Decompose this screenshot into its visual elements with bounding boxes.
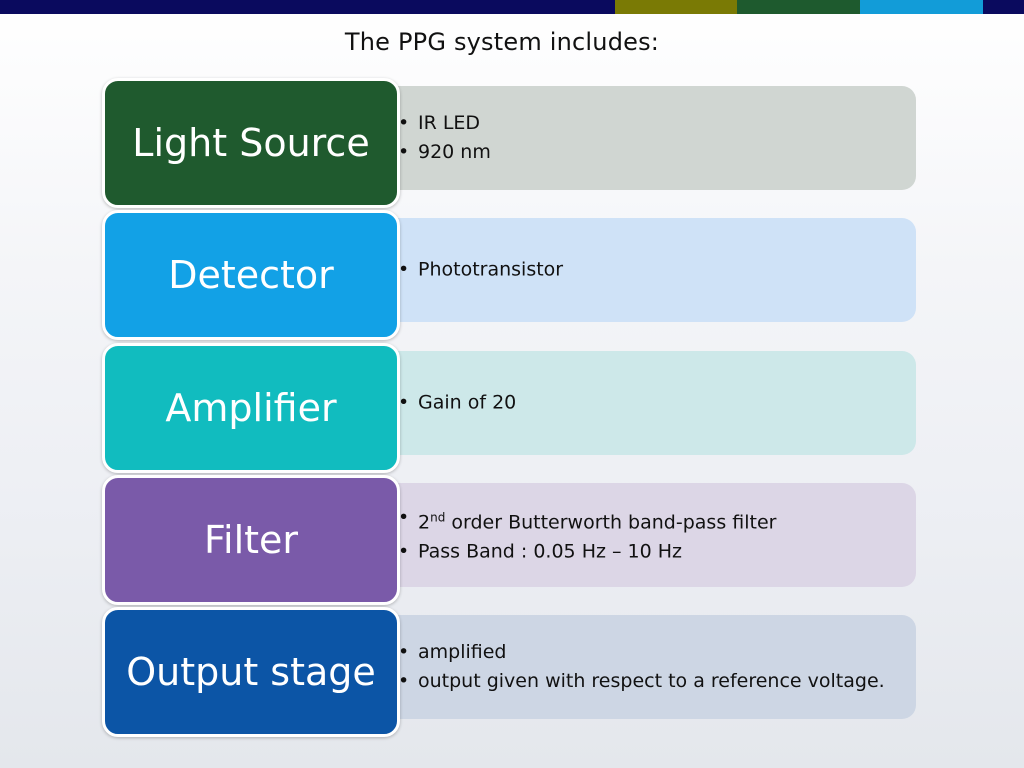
panel-output-stage: amplified output given with respect to a… xyxy=(372,615,916,719)
bullet-text-post: order Butterworth band-pass filter xyxy=(445,511,777,534)
top-bar-olive-segment xyxy=(615,0,737,14)
top-bar-navy-segment xyxy=(0,0,615,14)
row-output-stage: amplified output given with respect to a… xyxy=(102,607,916,737)
label-output-stage: Output stage xyxy=(102,607,400,737)
panel-filter: 2nd order Butterworth band-pass filter P… xyxy=(372,483,916,587)
panel-light-source: IR LED 920 nm xyxy=(372,86,916,190)
top-bar-green-segment xyxy=(737,0,860,14)
row-detector: Phototransistor Detector xyxy=(102,210,916,340)
bullet-item: 2nd order Butterworth band-pass filter xyxy=(398,503,776,537)
bullet-text-pre: 2 xyxy=(418,511,431,534)
bullet-item: IR LED xyxy=(398,109,491,138)
ordinal-superscript: nd xyxy=(430,510,446,525)
bullet-list-amplifier: Gain of 20 xyxy=(398,389,516,418)
label-light-source: Light Source xyxy=(102,78,400,208)
row-amplifier: Gain of 20 Amplifier xyxy=(102,343,916,473)
bullet-item: Phototransistor xyxy=(398,256,563,285)
bullet-list-filter: 2nd order Butterworth band-pass filter P… xyxy=(398,503,776,566)
label-filter: Filter xyxy=(102,475,400,605)
bullet-item: Pass Band : 0.05 Hz – 10 Hz xyxy=(398,538,776,567)
bullet-list-light-source: IR LED 920 nm xyxy=(398,109,491,167)
row-light-source: IR LED 920 nm Light Source xyxy=(102,78,916,208)
slide-title: The PPG system includes: xyxy=(344,28,660,56)
panel-detector: Phototransistor xyxy=(372,218,916,322)
bullet-item: Gain of 20 xyxy=(398,389,516,418)
label-detector: Detector xyxy=(102,210,400,340)
bullet-item: 920 nm xyxy=(398,138,491,167)
panel-amplifier: Gain of 20 xyxy=(372,351,916,455)
bullet-list-output-stage: amplified output given with respect to a… xyxy=(398,638,885,696)
bullet-list-detector: Phototransistor xyxy=(398,256,563,285)
top-color-bar xyxy=(0,0,1024,14)
row-filter: 2nd order Butterworth band-pass filter P… xyxy=(102,475,916,605)
bullet-item: output given with respect to a reference… xyxy=(398,667,885,696)
top-bar-sky-segment xyxy=(860,0,983,14)
top-bar-navy-end-segment xyxy=(983,0,1024,14)
bullet-item: amplified xyxy=(398,638,885,667)
label-amplifier: Amplifier xyxy=(102,343,400,473)
